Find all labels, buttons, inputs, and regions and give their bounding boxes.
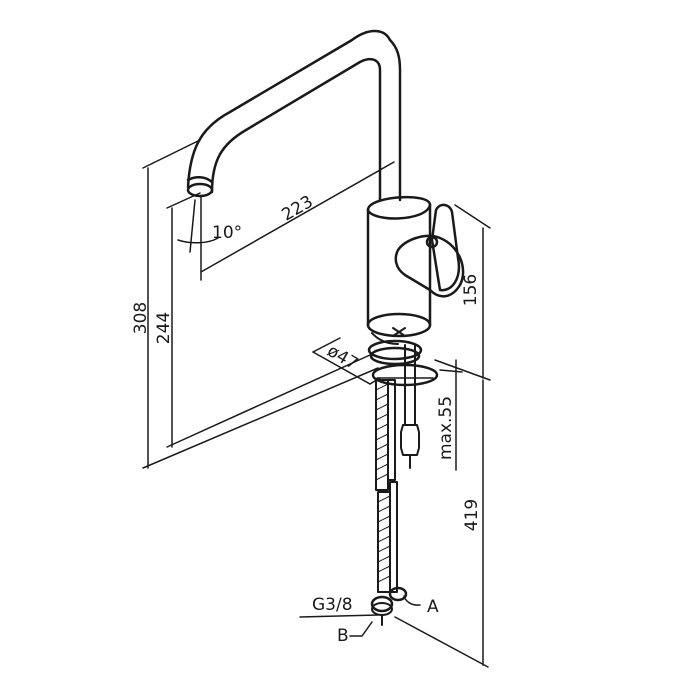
dimension-lines xyxy=(142,139,491,668)
faucet-body xyxy=(366,195,432,345)
dim-max-55: max.55 xyxy=(436,396,456,460)
label-b: B xyxy=(337,626,349,646)
label-a: A xyxy=(427,597,439,617)
dim-419: 419 xyxy=(462,499,482,531)
dim-308: 308 xyxy=(131,302,151,334)
lever-handle xyxy=(394,203,465,298)
supply-hoses xyxy=(370,344,420,626)
dim-244: 244 xyxy=(154,312,174,344)
dim-156: 156 xyxy=(461,274,481,306)
dim-223: 223 xyxy=(278,192,316,226)
spout xyxy=(186,29,402,202)
dim-10-degrees: 10° xyxy=(212,223,242,243)
label-g3-8: G3/8 xyxy=(312,595,353,615)
